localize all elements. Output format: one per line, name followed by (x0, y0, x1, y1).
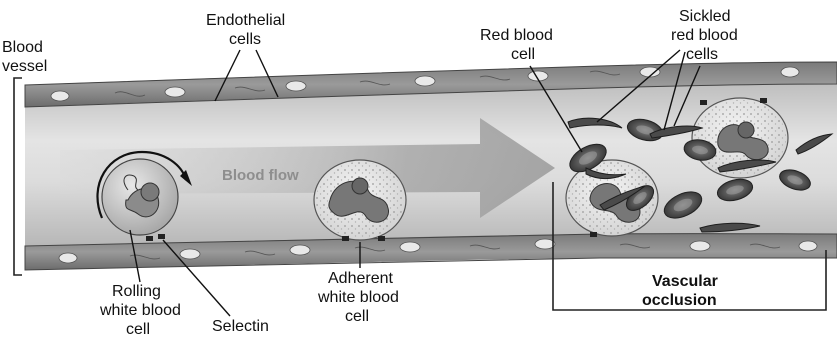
svg-text:vessel: vessel (2, 58, 47, 75)
svg-text:cell: cell (126, 321, 150, 337)
svg-text:cell: cell (511, 46, 535, 63)
svg-text:Adherent: Adherent (328, 270, 393, 287)
label-rolling-white-blood-cell: Rolling white blood cell (99, 283, 181, 337)
label-selectin: Selectin (212, 318, 269, 335)
svg-text:white blood: white blood (99, 302, 181, 319)
label-sickled-red-blood-cells: Sickled red blood cells (671, 8, 738, 63)
label-adherent-white-blood-cell: Adherent white blood cell (317, 270, 399, 325)
svg-text:Endothelial: Endothelial (206, 12, 285, 29)
svg-text:white blood: white blood (317, 289, 399, 306)
svg-text:occlusion: occlusion (642, 292, 717, 309)
label-endothelial-cells: Endothelial cells (206, 12, 285, 48)
svg-text:Blood: Blood (2, 39, 43, 56)
adherent-white-blood-cell (314, 160, 406, 241)
svg-text:Vascular: Vascular (652, 273, 718, 290)
svg-text:Sickled: Sickled (679, 8, 731, 25)
label-vascular-occlusion: Vascular occlusion (642, 273, 718, 309)
blood-flow-label: Blood flow (222, 167, 299, 184)
label-blood-vessel: Blood vessel (2, 39, 47, 75)
blood-vessel-bracket (14, 78, 22, 275)
svg-text:red blood: red blood (671, 27, 738, 44)
svg-text:cells: cells (686, 46, 718, 63)
svg-text:cells: cells (229, 31, 261, 48)
svg-text:Rolling: Rolling (112, 283, 161, 300)
label-red-blood-cell: Red blood cell (480, 27, 553, 63)
svg-text:Red blood: Red blood (480, 27, 553, 44)
svg-text:cell: cell (345, 308, 369, 325)
